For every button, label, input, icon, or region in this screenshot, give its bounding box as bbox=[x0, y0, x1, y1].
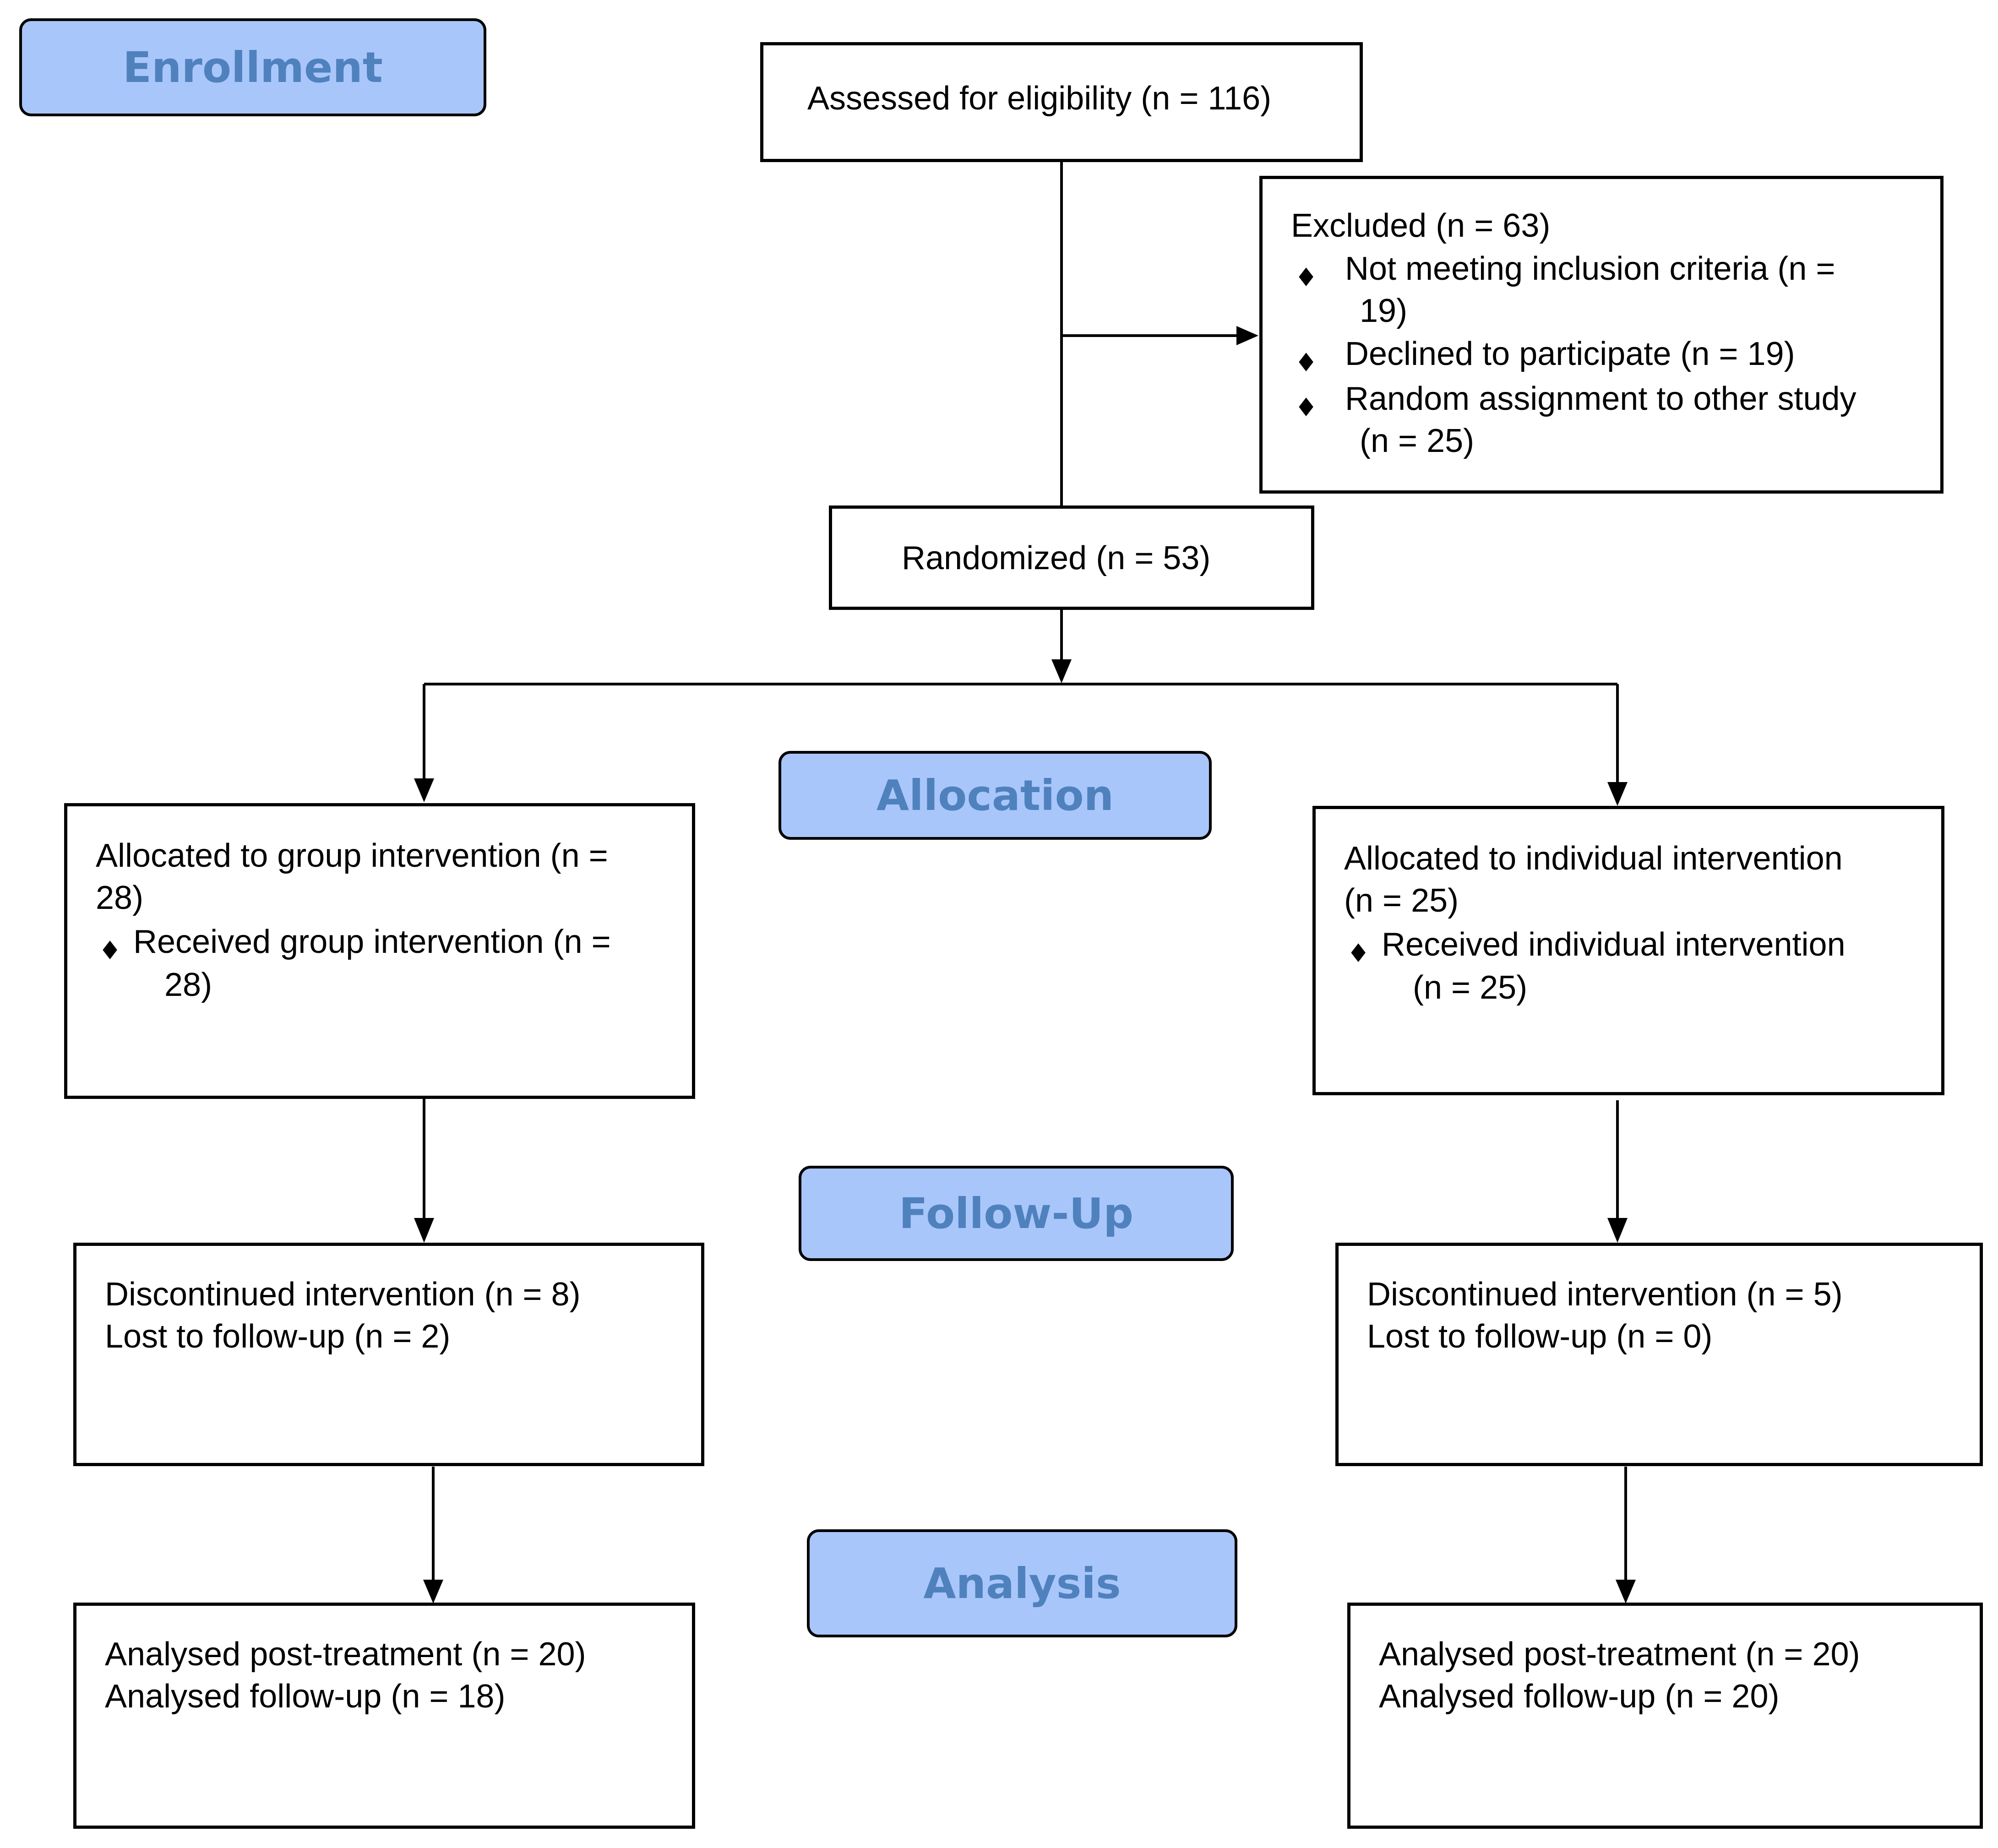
arrowhead-indiv-analysis bbox=[1616, 1580, 1636, 1603]
group-allocation-box: Allocated to group intervention (n = 28)… bbox=[64, 803, 695, 1099]
group-followup-line1: Discontinued intervention (n = 8) bbox=[105, 1276, 581, 1313]
arrowhead-randomized-split bbox=[1051, 659, 1072, 683]
group-allocation-bullet-line2: 28) bbox=[164, 967, 212, 1003]
stage-enrollment-label: Enrollment bbox=[123, 43, 383, 92]
individual-allocation-line1: Allocated to individual intervention bbox=[1344, 840, 1843, 877]
excluded-item-1-line1: Not meeting inclusion criteria (n = bbox=[1345, 250, 1835, 287]
individual-allocation-bullet-line1: Received individual intervention bbox=[1382, 926, 1846, 963]
individual-analysis-line2: Analysed follow-up (n = 20) bbox=[1379, 1678, 1780, 1715]
individual-followup-line2: Lost to follow-up (n = 0) bbox=[1367, 1318, 1713, 1355]
arrowhead-excluded bbox=[1236, 326, 1258, 345]
excluded-bullet-3: ♦ bbox=[1295, 393, 1318, 423]
stage-allocation-label: Allocation bbox=[876, 771, 1114, 820]
arrowhead-group-followup bbox=[414, 1218, 434, 1243]
group-analysis-line2: Analysed follow-up (n = 18) bbox=[105, 1678, 506, 1715]
individual-allocation-line2: (n = 25) bbox=[1344, 882, 1459, 919]
arrowhead-indiv-followup bbox=[1607, 1218, 1628, 1243]
randomized-box: Randomized (n = 53) bbox=[829, 505, 1314, 610]
excluded-item-1-line2: 19) bbox=[1360, 293, 1408, 329]
individual-allocation-bullet: ♦ bbox=[1347, 939, 1370, 968]
group-allocation-bullet-line1: Received group intervention (n = bbox=[133, 924, 611, 960]
assessed-text: Assessed for eligibility (n = 116) bbox=[807, 80, 1272, 117]
excluded-box: Excluded (n = 63) ♦ Not meeting inclusio… bbox=[1259, 176, 1944, 494]
stage-allocation: Allocation bbox=[779, 751, 1212, 840]
excluded-bullet-2: ♦ bbox=[1295, 348, 1318, 378]
excluded-item-3-line2: (n = 25) bbox=[1360, 423, 1475, 459]
stage-enrollment: Enrollment bbox=[19, 18, 486, 116]
excluded-item-2-line1: Declined to participate (n = 19) bbox=[1345, 336, 1795, 372]
group-allocation-line1: Allocated to group intervention (n = bbox=[96, 837, 608, 874]
arrowhead-indiv-alloc bbox=[1607, 782, 1628, 806]
excluded-bullet-1: ♦ bbox=[1295, 263, 1318, 293]
stage-follow-up-label: Follow-Up bbox=[898, 1189, 1134, 1238]
group-followup-line2: Lost to follow-up (n = 2) bbox=[105, 1318, 451, 1355]
excluded-item-3-line1: Random assignment to other study bbox=[1345, 380, 1856, 417]
randomized-text: Randomized (n = 53) bbox=[902, 540, 1211, 576]
arrowhead-group-alloc bbox=[414, 778, 434, 802]
excluded-title: Excluded (n = 63) bbox=[1291, 207, 1551, 244]
individual-analysis-line1: Analysed post-treatment (n = 20) bbox=[1379, 1636, 1860, 1673]
group-analysis-line1: Analysed post-treatment (n = 20) bbox=[105, 1636, 586, 1673]
individual-allocation-box: Allocated to individual intervention (n … bbox=[1312, 806, 1944, 1095]
group-followup-box: Discontinued intervention (n = 8) Lost t… bbox=[73, 1243, 704, 1466]
stage-follow-up: Follow-Up bbox=[799, 1166, 1234, 1261]
individual-followup-box: Discontinued intervention (n = 5) Lost t… bbox=[1335, 1243, 1983, 1466]
individual-analysis-box: Analysed post-treatment (n = 20) Analyse… bbox=[1347, 1603, 1983, 1829]
individual-allocation-bullet-line2: (n = 25) bbox=[1413, 969, 1528, 1006]
stage-analysis: Analysis bbox=[807, 1529, 1237, 1637]
arrowhead-group-analysis bbox=[423, 1580, 443, 1603]
group-allocation-bullet: ♦ bbox=[98, 936, 122, 966]
group-allocation-line2: 28) bbox=[96, 880, 144, 916]
group-analysis-box: Analysed post-treatment (n = 20) Analyse… bbox=[73, 1603, 695, 1829]
assessed-box: Assessed for eligibility (n = 116) bbox=[760, 42, 1363, 162]
individual-followup-line1: Discontinued intervention (n = 5) bbox=[1367, 1276, 1843, 1313]
stage-analysis-label: Analysis bbox=[923, 1559, 1121, 1608]
